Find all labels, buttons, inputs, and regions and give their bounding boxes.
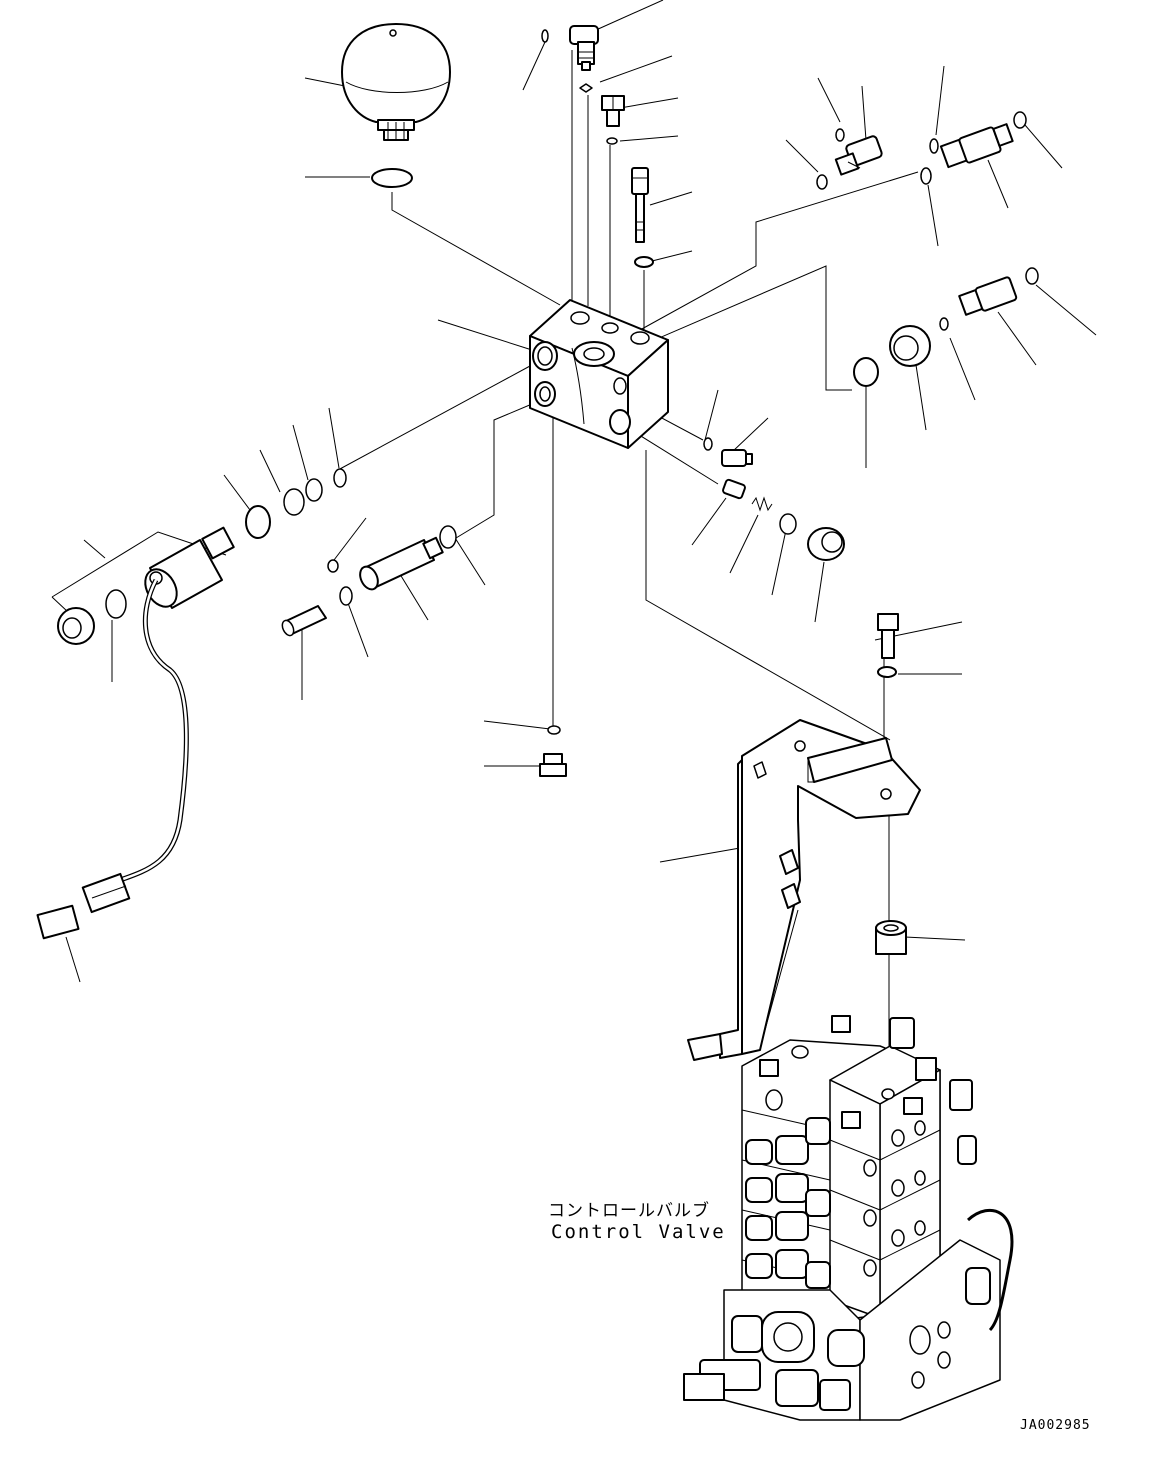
o-ring-s <box>547 725 561 735</box>
spring <box>751 496 773 512</box>
plug-bolt <box>601 95 625 127</box>
check-valve <box>958 276 1018 316</box>
elbow-connector <box>834 135 883 176</box>
bracket-bolt <box>877 613 899 659</box>
o-ring-f <box>1025 267 1039 285</box>
small-plug <box>721 449 753 467</box>
washer-ring <box>634 256 654 268</box>
solenoid-nut <box>57 607 95 645</box>
o-ring-e <box>920 167 932 185</box>
cap-plug <box>807 527 845 561</box>
o-ring-i <box>703 437 713 451</box>
o-ring-q <box>327 559 339 573</box>
small-cartridge <box>281 605 327 637</box>
top-plugs <box>759 1015 973 1129</box>
o-ring-g <box>939 317 949 331</box>
relief-cartridge <box>359 536 444 591</box>
valve-block <box>529 299 669 449</box>
o-ring-o <box>105 589 127 619</box>
control-valve-label-japanese: コントロールバルブ <box>548 1201 710 1221</box>
control-valve-assembly <box>683 1015 1014 1421</box>
o-ring-j <box>779 513 797 535</box>
o-ring-p <box>439 525 457 549</box>
solenoid-valve <box>144 526 235 609</box>
poppet <box>722 478 746 500</box>
o-ring-a <box>835 128 845 142</box>
o-ring-k <box>333 468 347 488</box>
small-o-ring <box>541 29 549 43</box>
accumulator <box>341 23 451 141</box>
o-ring-small <box>606 137 618 145</box>
o-ring-m <box>283 488 305 516</box>
control-valve-label-english: Control Valve <box>551 1221 726 1243</box>
o-ring-b <box>816 174 828 190</box>
o-ring-n <box>245 505 271 539</box>
leader-lines <box>51 0 1097 1100</box>
accumulator-o-ring <box>371 168 413 188</box>
o-ring-r <box>339 586 353 606</box>
o-ring-h <box>853 357 879 387</box>
socket-bolt <box>631 167 649 243</box>
spacer-collar <box>875 920 907 955</box>
washer <box>579 83 593 93</box>
o-ring-c <box>929 138 939 154</box>
o-ring-d <box>1013 111 1027 129</box>
plug-fitting <box>889 325 931 367</box>
connector-cap <box>36 904 80 940</box>
o-ring-l <box>305 478 323 502</box>
straight-connector <box>939 123 1014 169</box>
valve-spools <box>745 1117 831 1289</box>
connector-plug <box>81 872 131 914</box>
elbow-fitting <box>569 25 599 71</box>
bracket-washer <box>877 666 897 678</box>
bottom-plug <box>539 753 567 777</box>
drawing-number: JA002985 <box>1020 1418 1091 1433</box>
mounting-bracket <box>687 719 921 1061</box>
